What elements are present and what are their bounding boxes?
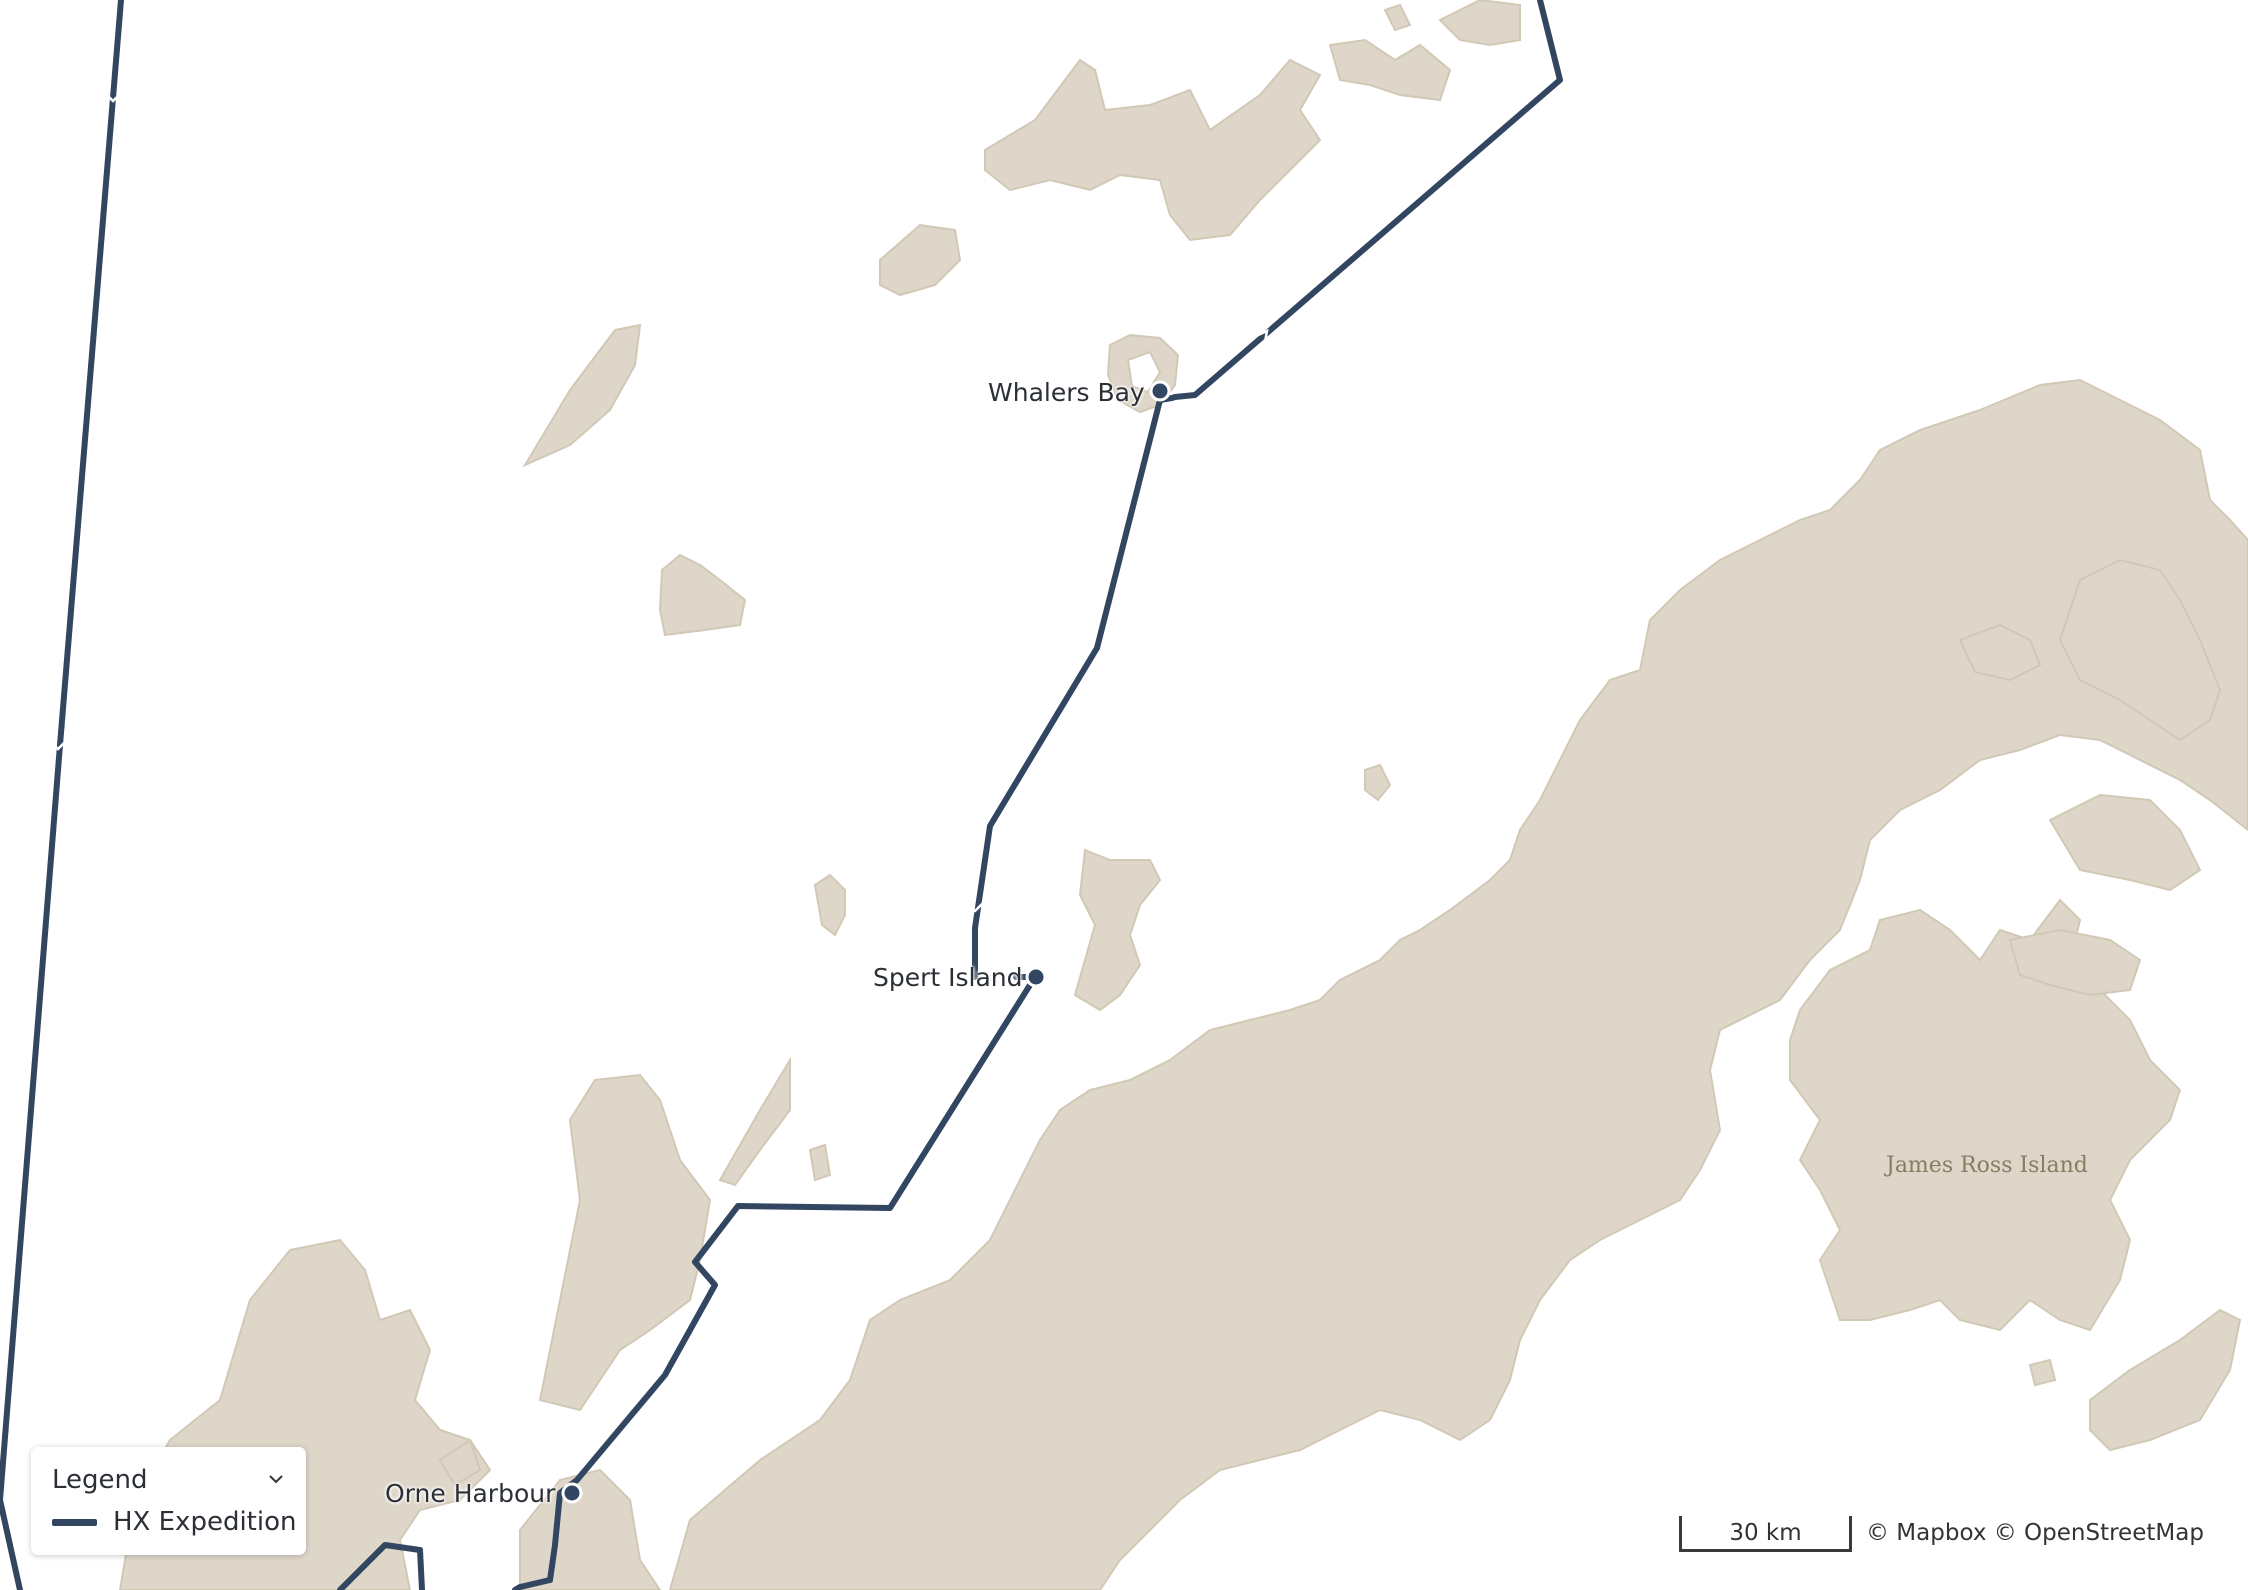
antarctic-peninsula [668,378,2248,1590]
arrow-icon [47,738,69,751]
place-label-spert-island[interactable]: Spert Island [873,963,1023,992]
legend-panel[interactable]: Legend HX Expedition [31,1447,306,1555]
map-attribution: © Mapbox © OpenStreetMap [1866,1520,2204,1546]
land-east-islet-1 [2008,928,2142,997]
islet-c [1364,763,1392,802]
land-layer [118,0,2248,1590]
stop-markers[interactable] [561,380,1171,1504]
james-ross-island [1789,898,2182,1332]
islet-a [813,873,846,937]
stop-marker-spert-island [1025,966,1047,988]
land-north-cluster [984,58,1322,242]
scale-bar: 30 km [1679,1516,1852,1552]
land-north-east-2 [1438,0,1521,47]
land-east-pen-2 [1958,623,2042,682]
islet-b [1073,848,1162,1012]
legend-label-hx-expedition: HX Expedition [113,1507,297,1537]
route-spert-to-orne [547,974,1038,1583]
legend-title: Legend [52,1465,148,1495]
route-south-loop [337,1542,425,1590]
place-label-orne-harbour[interactable]: Orne Harbour [385,1479,556,1508]
mapbox-attribution-link[interactable]: © Mapbox [1866,1520,1987,1546]
land-north-east [1328,38,1452,102]
land-east-islet-3 [2028,1358,2057,1387]
land-east-pen-1 [2058,558,2222,742]
route-arrows [47,90,1269,913]
stop-marker-whalers-bay [1149,380,1171,402]
route-orne-south [512,1577,553,1590]
arrow-icon [1254,328,1269,344]
low-island [658,553,747,637]
route-west-leg [0,0,124,1590]
land-north-small [1383,3,1412,32]
chevron-down-icon[interactable] [264,1467,288,1491]
region-label-james-ross-island: James Ross Island [1886,1153,2088,1178]
arrow-icon [102,90,124,103]
land-east-islet-2 [2089,1308,2242,1452]
osm-attribution-link[interactable]: © OpenStreetMap [1993,1520,2204,1546]
legend-swatch-hx-expedition [52,1519,97,1526]
land-south-peninsula [538,1073,712,1412]
snow-island [522,323,642,468]
land-south-small [438,1438,482,1487]
place-label-whalers-bay[interactable]: Whalers Bay [988,378,1145,407]
stop-marker-orne-harbour [561,1482,583,1504]
islet-e [808,1143,832,1182]
land-west-islet [879,223,962,297]
land-east-pen-3 [2048,793,2202,892]
land-south-strip [718,1056,791,1187]
arrow-icon [973,901,993,913]
